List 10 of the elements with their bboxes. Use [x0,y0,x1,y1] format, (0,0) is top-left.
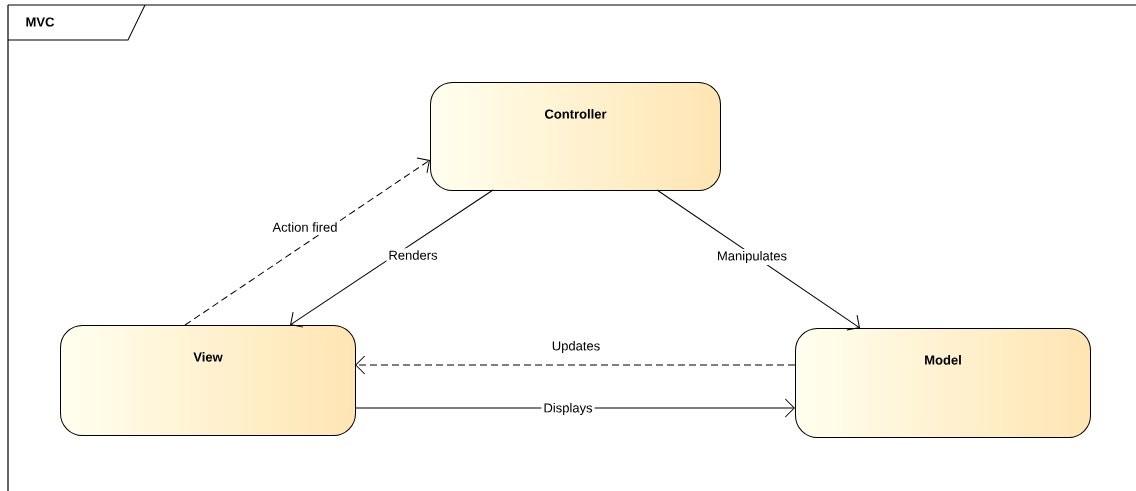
process-box: Model [795,328,1091,438]
process-box: View [60,325,356,436]
arrow [656,189,860,331]
process-box: Controller [430,82,721,191]
arrow [290,189,494,328]
edge-label: Action fired [270,220,340,234]
arrow [355,355,796,375]
edge-label: Renders [386,248,440,262]
arrow [184,157,430,326]
frame-label: MVC [7,4,146,41]
